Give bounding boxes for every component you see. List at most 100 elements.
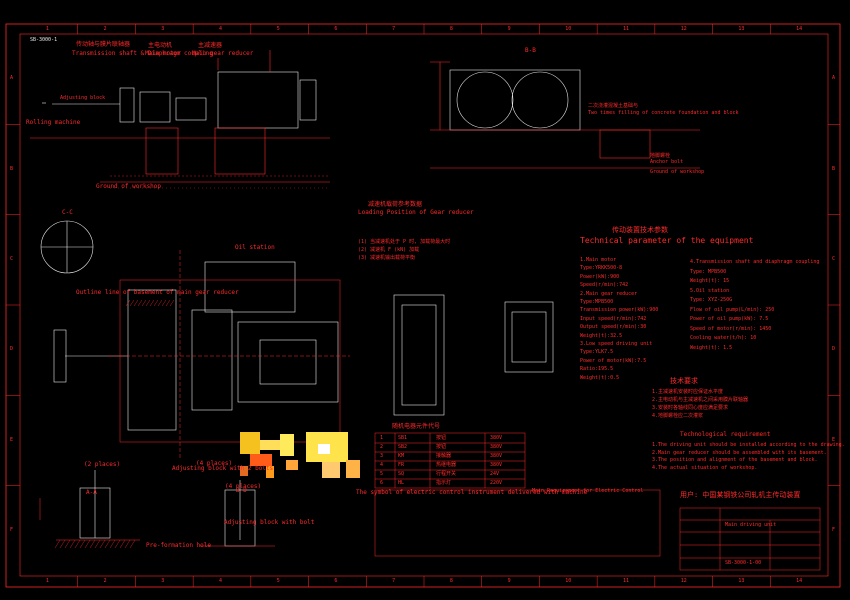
count-a: (2 places) (84, 461, 121, 468)
param-line: Speed(r/min):742 (580, 282, 629, 289)
frame-number: 13 (738, 26, 745, 32)
req-line: 1.The driving unit should be installed a… (652, 442, 845, 448)
adjust-label-1: Adjusting block with 2 bolts (172, 465, 274, 472)
electric-cell: FR (398, 462, 405, 468)
electric-cell: 按钮 (436, 444, 447, 450)
frame-number: 14 (796, 578, 803, 584)
param-line: Output speed(r/min):30 (580, 324, 647, 331)
electric-cell: KM (398, 453, 405, 459)
frame-number: 14 (796, 26, 803, 32)
frame-number: 2 (103, 578, 107, 584)
frame-number: 1 (45, 578, 49, 584)
electric-req: Main Requirement for Electric Control (532, 488, 644, 494)
motor-label-en: Main motor (145, 50, 182, 57)
frame-number: 8 (449, 26, 453, 32)
frame-number: 10 (565, 578, 572, 584)
tech-param-cn: 传动装置技术参数 (612, 226, 668, 234)
electric-cell: 380V (490, 435, 503, 441)
frame-number: 6 (334, 578, 338, 584)
loading-row-2: (2) 减速机 F (kN) 加载 (358, 247, 420, 253)
electric-cell: 380V (490, 462, 503, 468)
req-line: 2.主电动机与主减速机之间采用膜片联轴器 (652, 397, 749, 403)
count-b: (4 places) (196, 460, 233, 467)
frame-letter: C (832, 255, 836, 262)
oil-station-label: Oil station (235, 244, 275, 251)
param-line: Weight(t):32.5 (580, 332, 623, 339)
coupling-params: 4.Transmission shaft and diaphragm coupl… (690, 258, 819, 353)
param-line: 5.Oil station (690, 287, 730, 294)
electric-cell: 热继电器 (436, 462, 457, 468)
electric-cell: SQ (398, 471, 405, 477)
frame-number: 5 (276, 578, 280, 584)
param-line: 3.Low speed driving unit (580, 341, 653, 348)
shaft-label-en: Transmission shaft & Diaphragm coupling (72, 50, 213, 57)
req-line: 3.The position and alignment of the base… (652, 457, 818, 464)
param-line: Cooling water(t/h): 10 (690, 335, 757, 341)
param-line: Flow of oil pump(L/min): 250 (690, 306, 775, 313)
electric-cell: 6 (380, 480, 384, 486)
section-aa: A-A (86, 489, 97, 496)
frame-letter: D (10, 346, 14, 353)
gear-outline-label: Outline line of basement of main gear re… (76, 289, 239, 296)
param-line: 4.Transmission shaft and diaphragm coupl… (690, 259, 820, 265)
frame-letter: E (10, 436, 14, 443)
param-line: Input speed(r/min):742 (580, 315, 647, 322)
frame-letter: F (10, 526, 14, 533)
param-line: Ratio:195.5 (580, 366, 614, 373)
frame-letter: A (832, 75, 836, 82)
param-line: Power of motor(kW):7.5 (580, 357, 647, 364)
electric-cell: 按钮 (436, 435, 447, 441)
electric-cell: 指示灯 (436, 480, 452, 486)
section-bb-title: B-B (525, 47, 536, 54)
param-line: Weight(t):0.5 (580, 374, 620, 381)
electric-cell: SB2 (398, 444, 408, 450)
frame-number: 13 (738, 578, 745, 584)
electric-cell: 1 (380, 435, 384, 441)
tech-req-cn: 技术要求 (670, 377, 698, 385)
electric-cell: 380V (490, 444, 503, 450)
user-label: 用户: 中国某钢铁公司轧机主传动装置 (680, 491, 801, 499)
frame-number: 12 (680, 26, 687, 32)
ground-label-right: Ground of workshop (650, 169, 705, 175)
drawing-number: SB-3000-1 (30, 37, 58, 43)
frame-number: 5 (276, 26, 280, 32)
frame-number: 7 (392, 26, 396, 32)
frame-number: 7 (392, 578, 396, 584)
frame-number: 4 (219, 578, 223, 584)
pre-hole-label: Pre-formation hole (146, 542, 212, 549)
frame-letter: B (832, 165, 836, 172)
frame-number: 8 (449, 578, 453, 584)
gear-label-en: Main gear reducer (192, 50, 254, 57)
foundation-label-en: Two times filling of concrete foundation… (588, 110, 739, 116)
electric-cell: 3 (380, 453, 384, 459)
loading-title-cn: 减速机载荷参考数据 (368, 201, 423, 208)
frame-letter: A (10, 75, 14, 82)
motor-label-cn: 主电动机 (148, 42, 173, 49)
param-line: Speed of motor(r/min): 1450 (690, 325, 772, 332)
title-name: Main driving unit (725, 522, 777, 528)
frame-letter: F (832, 526, 836, 533)
tech-param-en: Technical parameter of the equipment (580, 236, 754, 245)
adjust-label: Adjusting block (60, 95, 106, 101)
tech-req-en-lines: 1.The driving unit should be installed a… (652, 442, 845, 472)
frame-number: 9 (507, 578, 511, 584)
param-line: Type:MPB500 (580, 299, 614, 306)
electric-cell: 2 (380, 444, 384, 450)
frame-number: 2 (103, 26, 107, 32)
bolts-label-en: Anchor bolt (650, 159, 684, 165)
loading-row-1: (1) 当减速机处于 P 时, 加载荷最大时 (358, 239, 451, 245)
electric-title-en: The symbol of electric control instrumen… (356, 489, 588, 496)
electric-cell: 4 (380, 462, 384, 468)
electric-cell: SB1 (398, 435, 408, 441)
frame-number: 10 (565, 26, 572, 32)
shaft-label-cn: 传动轴与膜片联轴器 (76, 41, 131, 48)
frame-letter: E (832, 436, 836, 443)
count-c: (4 places) (225, 483, 262, 490)
frame-number: 11 (623, 26, 630, 32)
loading-title-en: Loading Position of Gear reducer (358, 209, 474, 216)
frame-letter: C (10, 255, 14, 262)
frame-number: 9 (507, 26, 511, 32)
frame-letter: B (10, 165, 14, 172)
param-line: Type: XYZ-250G (690, 297, 733, 303)
param-line: Weight(t): 15 (690, 278, 730, 284)
